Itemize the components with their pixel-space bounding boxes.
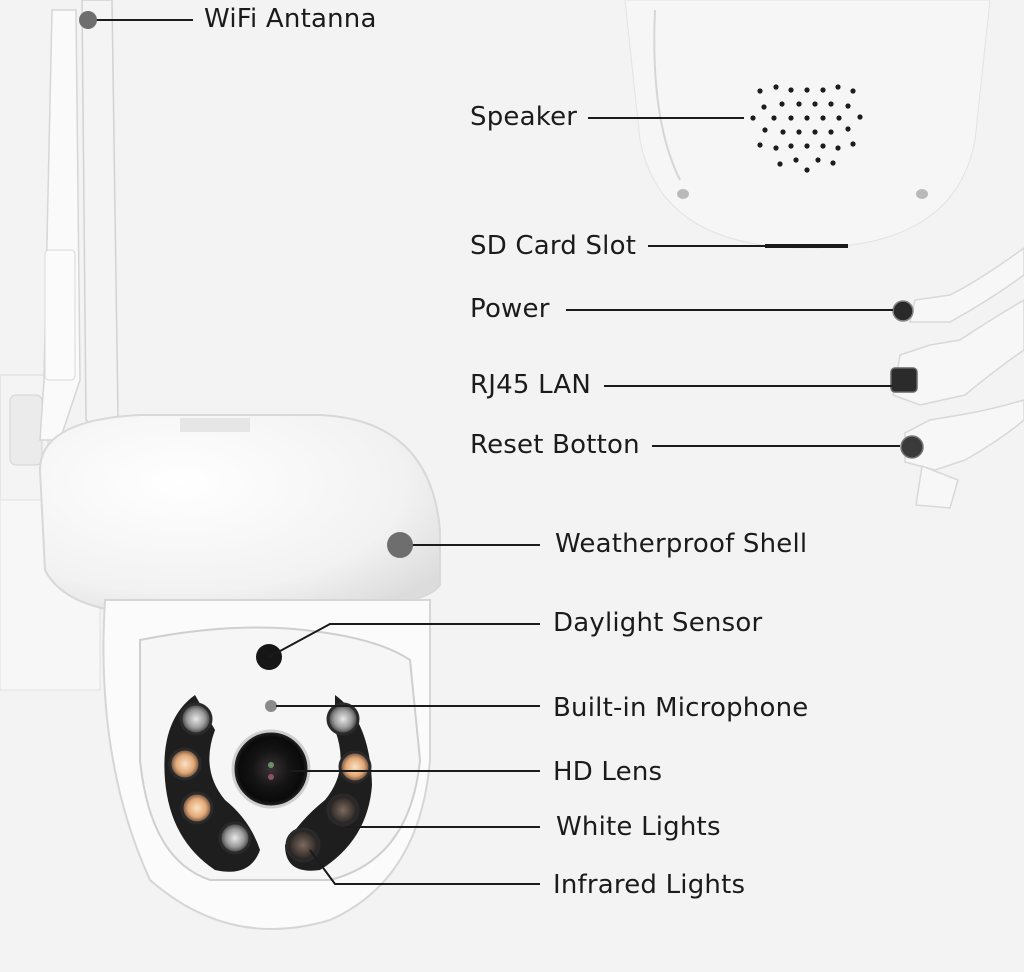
microphone-icon <box>265 700 277 712</box>
marker-dots <box>79 11 413 558</box>
callout-white-lights: White Lights <box>556 812 721 842</box>
callout-hd-lens: HD Lens <box>553 757 663 787</box>
leader-lines <box>90 19 900 885</box>
callout-built-in-microphone: Built-in Microphone <box>553 693 809 723</box>
callout-power: Power <box>470 294 550 324</box>
callout-daylight-sensor: Daylight Sensor <box>553 608 763 638</box>
callout-sd-card-slot: SD Card Slot <box>470 231 637 261</box>
callout-reset-button: Reset Botton <box>470 430 640 460</box>
callout-speaker: Speaker <box>470 102 578 132</box>
callout-infrared-lights: Infrared Lights <box>553 870 746 900</box>
speaker-grille-icon <box>750 84 863 173</box>
hd-lens-icon <box>231 729 311 809</box>
wifi-antenna-icon <box>39 0 119 441</box>
callout-rj45-lan: RJ45 LAN <box>470 370 591 400</box>
callout-wifi-antenna: WiFi Antanna <box>204 4 377 34</box>
cable-connectors <box>890 247 1024 509</box>
camera-body <box>38 414 441 930</box>
sd-card-slot-icon <box>765 244 848 248</box>
callout-weatherproof-shell: Weatherproof Shell <box>555 529 808 559</box>
speaker-dome <box>624 0 991 249</box>
